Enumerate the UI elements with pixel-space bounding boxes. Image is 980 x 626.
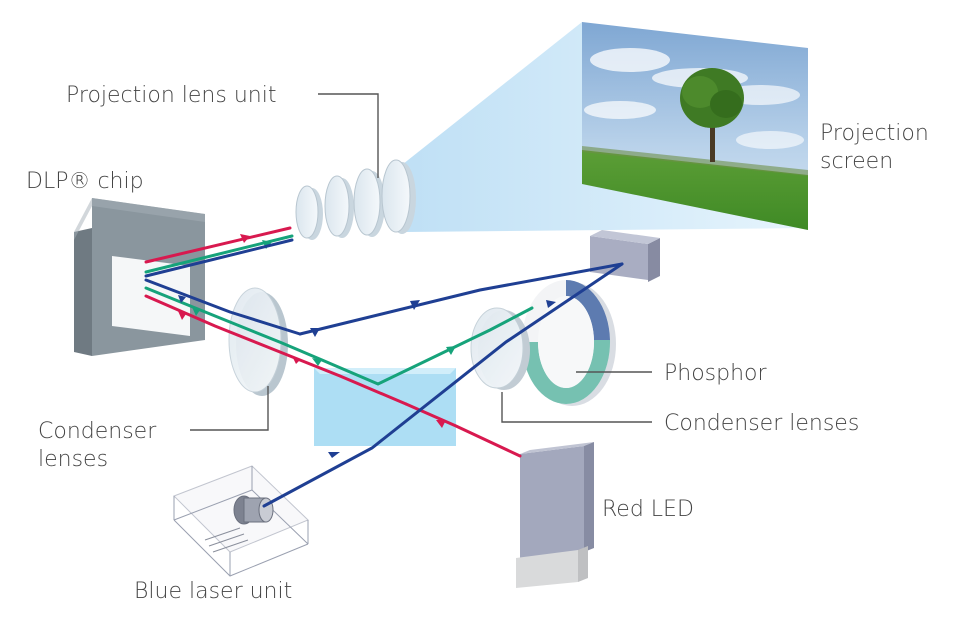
blue-laser-unit	[173, 465, 309, 577]
label-projection-screen-line1: Projection	[820, 121, 929, 146]
dichroic-prism	[314, 368, 456, 446]
projection-lens-unit	[295, 159, 416, 240]
label-condenser-lenses-right: Condenser lenses	[664, 411, 859, 436]
blue-beam-path	[144, 238, 624, 508]
label-red-led: Red LED	[602, 497, 694, 522]
dlp-chip	[74, 198, 205, 356]
green-beam-path	[144, 234, 534, 386]
label-projection-lens-unit: Projection lens unit	[66, 83, 276, 108]
reflector-block	[590, 230, 660, 282]
leader-condenser-right	[501, 392, 652, 423]
projection-screen	[582, 22, 808, 230]
condenser-lens-right	[470, 307, 530, 390]
leader-condenser-left	[190, 386, 269, 431]
label-dlp-chip: DLP® chip	[26, 169, 144, 194]
label-projection-screen-line2: screen	[820, 149, 893, 174]
red-led	[516, 442, 594, 588]
leader-projection-lens	[318, 93, 379, 178]
red-beam-path	[144, 226, 522, 458]
label-condenser-lenses-left-line1: Condenser	[38, 419, 157, 444]
label-condenser-lenses-left-line2: lenses	[38, 447, 108, 472]
label-phosphor: Phosphor	[664, 361, 768, 386]
label-blue-laser-unit: Blue laser unit	[134, 579, 292, 604]
